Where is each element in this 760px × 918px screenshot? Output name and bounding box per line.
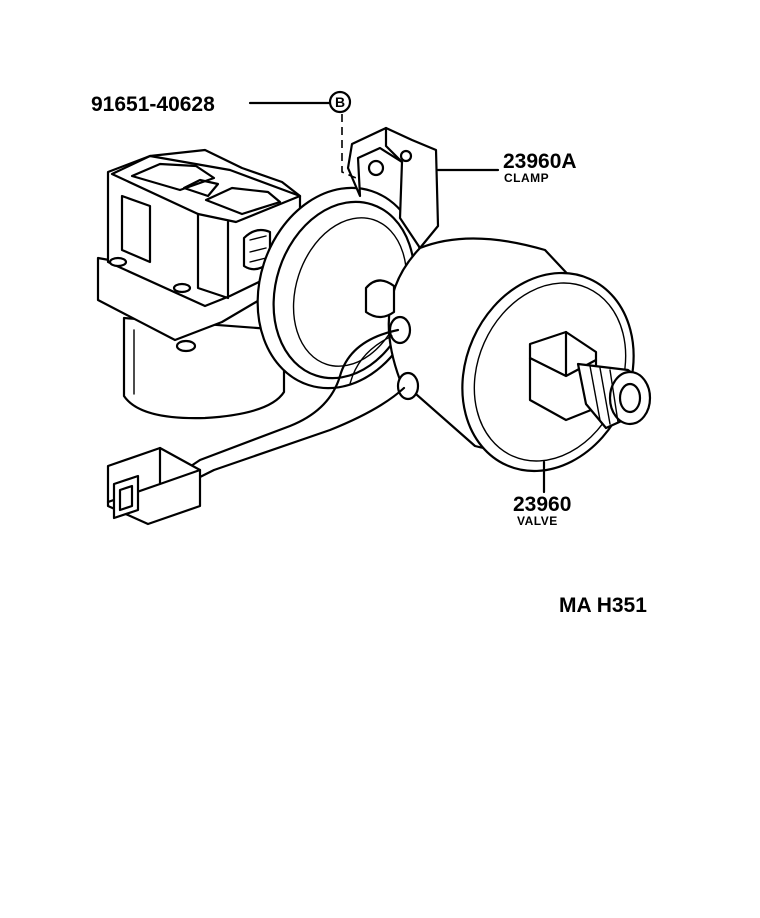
bolt-part-number: 91651-40628 bbox=[91, 93, 215, 116]
connector-plug bbox=[106, 446, 202, 526]
valve-part-number: 23960 bbox=[513, 493, 571, 516]
bolt-marker-letter: B bbox=[335, 94, 345, 110]
clamp-part-name: CLAMP bbox=[504, 171, 549, 185]
marker-b-circle bbox=[328, 90, 352, 114]
valve-part bbox=[364, 237, 652, 473]
diagram-code: MA H351 bbox=[559, 594, 647, 617]
wire-harness bbox=[106, 328, 406, 526]
valve-part-name: VALVE bbox=[517, 514, 558, 528]
clamp-part-number: 23960A bbox=[503, 150, 577, 173]
callout-leaders bbox=[248, 90, 546, 494]
actuator-assembly bbox=[96, 148, 302, 420]
clamp-part bbox=[256, 126, 440, 390]
